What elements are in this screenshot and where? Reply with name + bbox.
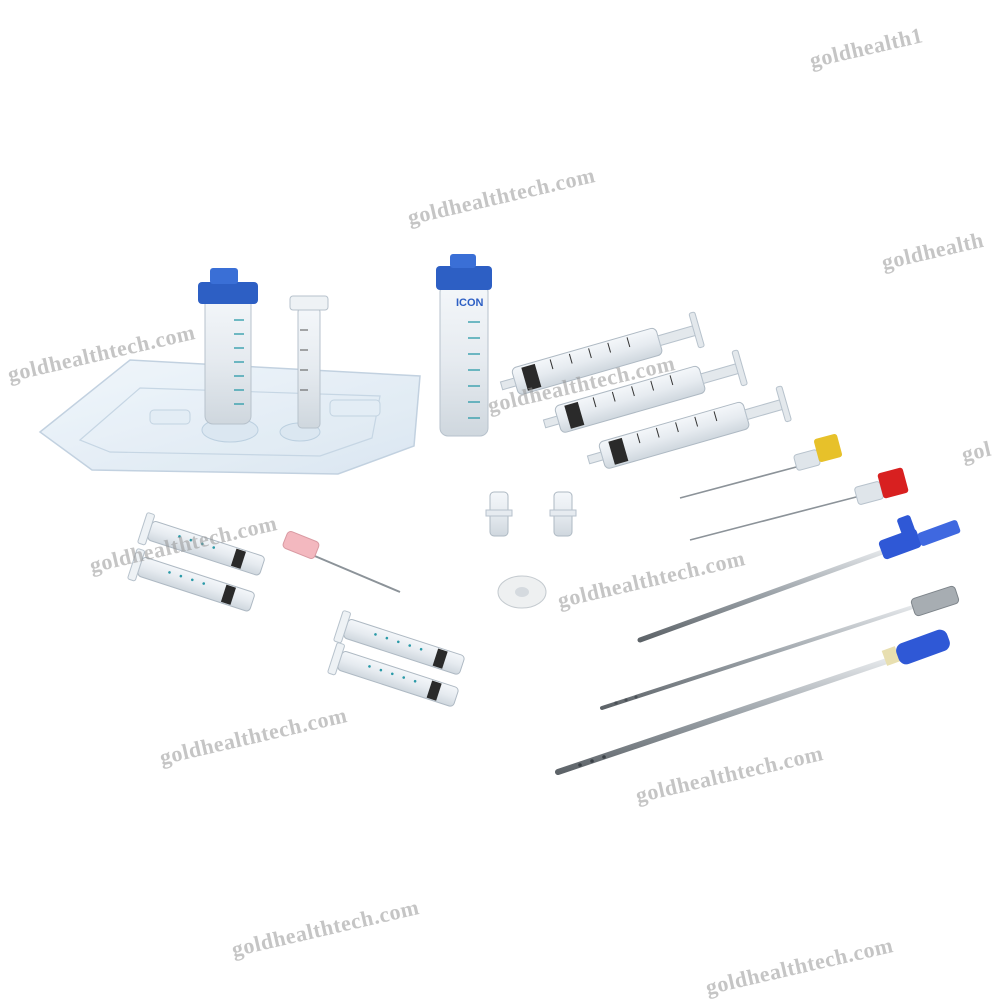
- small-syringe-left-1: [137, 512, 265, 576]
- centrifuge-tube-right: ICON: [436, 254, 492, 437]
- centrifuge-tube-left: [198, 268, 258, 425]
- blue-hub-cannula: [637, 515, 961, 643]
- syringe-10ml-2: [542, 349, 748, 433]
- syringe-10ml-1: [499, 311, 705, 395]
- spinal-needle-yellow: [679, 433, 843, 499]
- small-syringe-upright: [289, 295, 329, 429]
- steel-cannula-metal-hub: [600, 585, 960, 710]
- small-syringe-middle-2: [327, 642, 459, 707]
- round-bandage: [497, 575, 547, 609]
- spinal-needle-red: [689, 467, 909, 541]
- small-syringe-middle-1: [333, 610, 465, 675]
- luer-connector-right: [549, 491, 577, 537]
- hypodermic-needle-pink: [282, 530, 401, 593]
- syringe-10ml-3: [586, 385, 792, 469]
- luer-connector-left: [485, 491, 513, 537]
- trocar-blue-handle: [555, 629, 950, 775]
- small-syringe-left-2: [127, 548, 255, 612]
- tube-brand-label: ICON: [456, 297, 484, 309]
